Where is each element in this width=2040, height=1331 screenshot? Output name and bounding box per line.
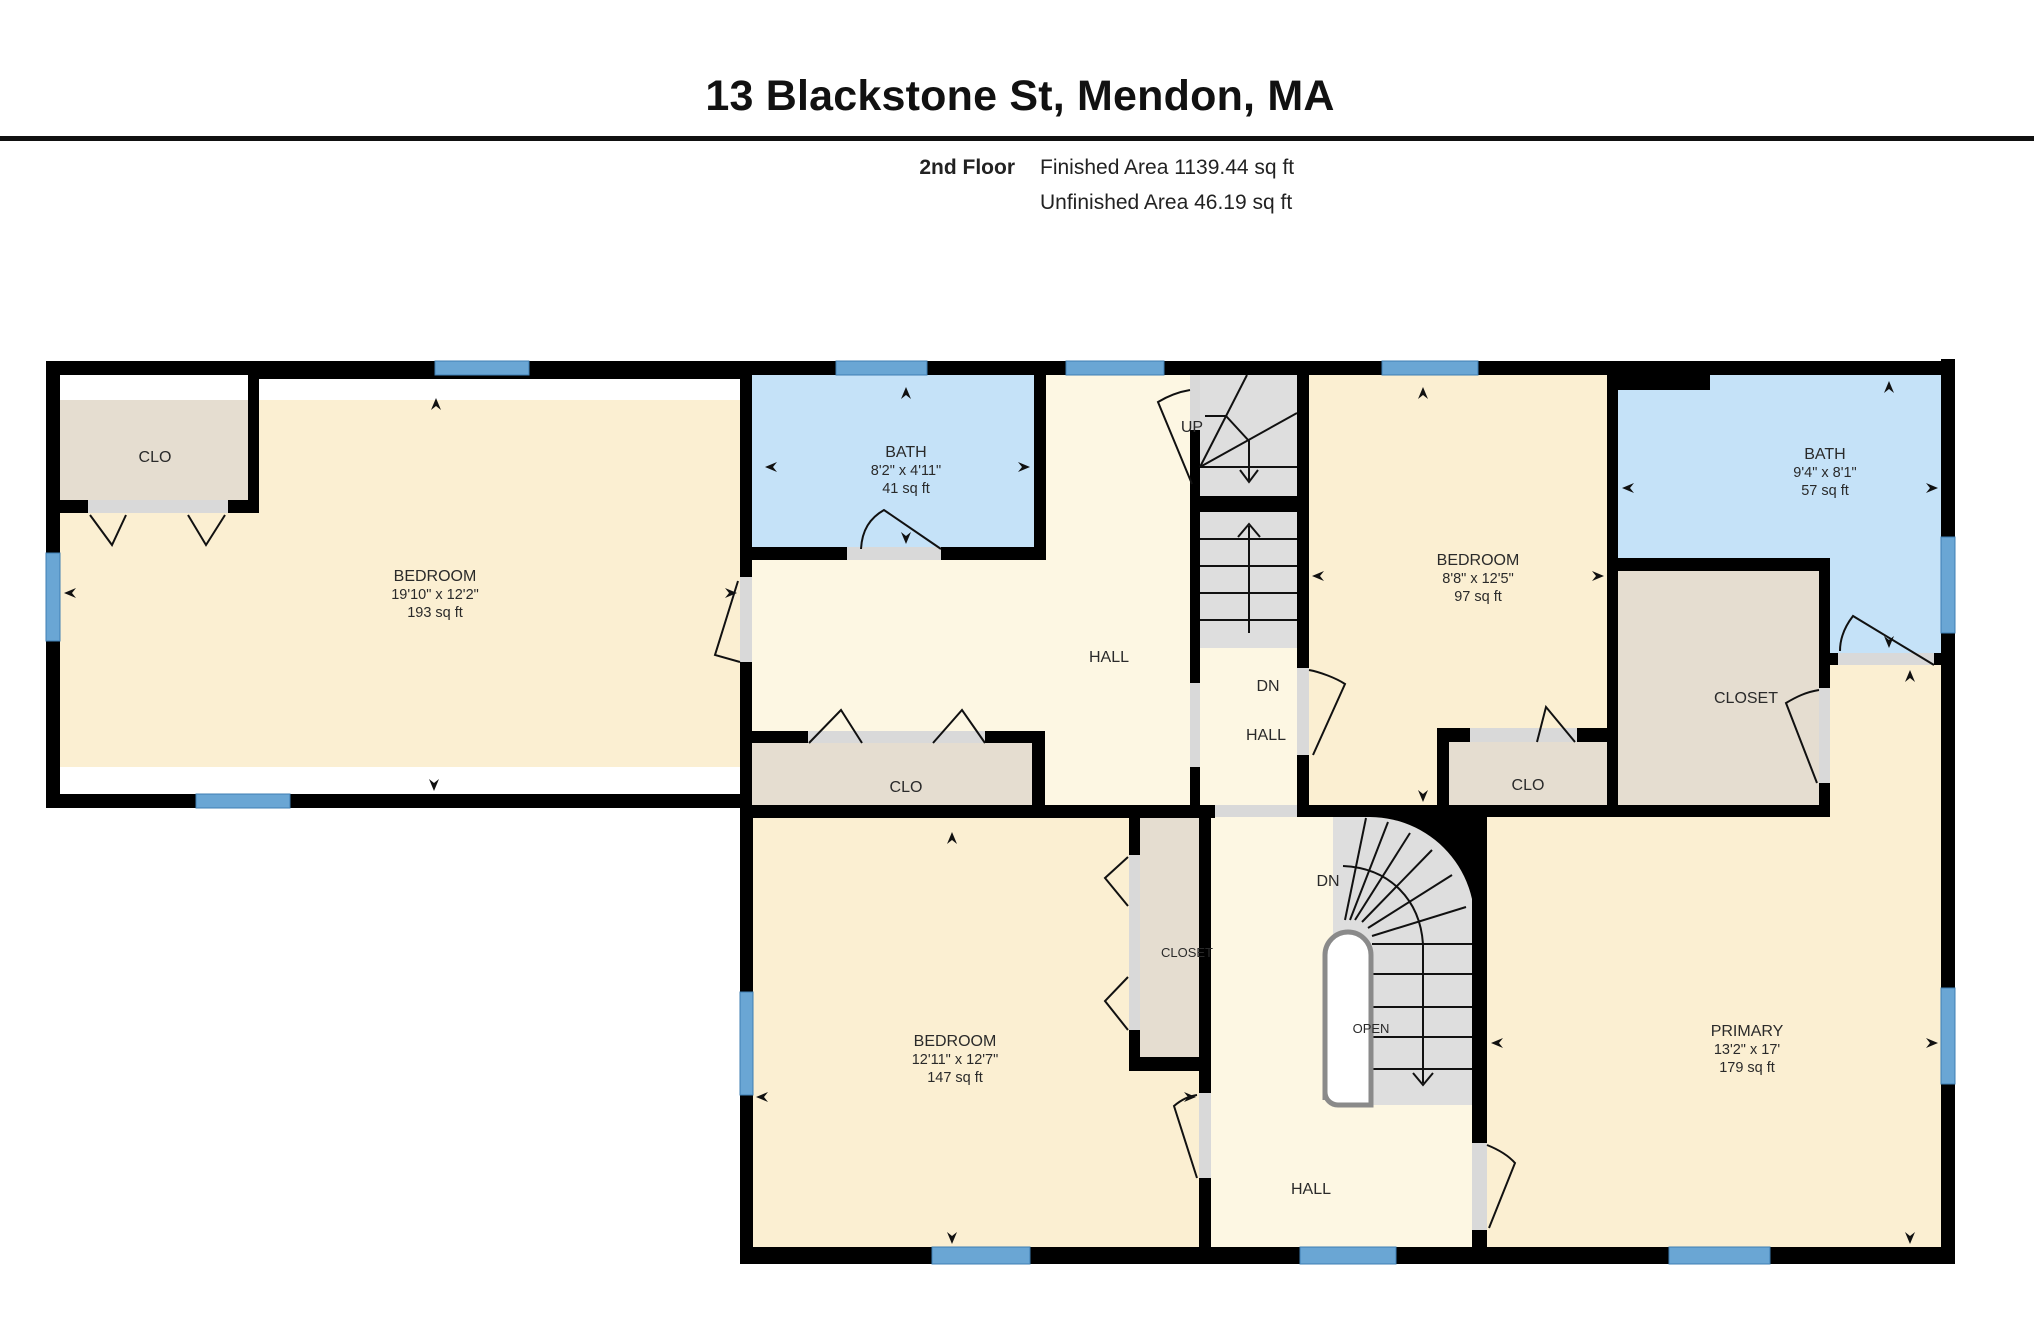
- room-bath-east: BATH 9'4" x 8'1" 57 sq ft: [1793, 446, 1856, 499]
- door-sills: [88, 375, 1934, 1230]
- window: [1668, 1246, 1771, 1265]
- dimension-arrows: [64, 381, 1938, 1244]
- closet-east-label: CLOSET: [1714, 690, 1778, 707]
- bath-center-floor: [752, 375, 1034, 547]
- room-dimensions: 8'8" x 12'5": [1442, 571, 1513, 587]
- hall-small-label: HALL: [1246, 727, 1286, 744]
- clo-west-label: CLO: [139, 449, 172, 466]
- hall-main-label: HALL: [1089, 649, 1129, 666]
- finished-area: Finished Area 1139.44 sq ft: [1040, 156, 1295, 179]
- bedroom-west-band-top: [259, 379, 740, 400]
- room-dimensions: 8'2" x 4'11": [871, 463, 941, 479]
- room-area: 57 sq ft: [1801, 483, 1849, 499]
- room-name: BATH: [1804, 446, 1845, 463]
- bedroom-west-band-bottom: [60, 767, 740, 794]
- room-bedroom-west: BEDROOM 19'10" x 12'2" 193 sq ft: [391, 568, 479, 621]
- window: [1940, 536, 1956, 634]
- hall-lower-label: HALL: [1291, 1181, 1331, 1198]
- room-name: BEDROOM: [914, 1033, 997, 1050]
- room-name: BEDROOM: [1437, 552, 1520, 569]
- unfinished-area: Unfinished Area 46.19 sq ft: [1040, 191, 1293, 214]
- stair-open-well: [1322, 929, 1374, 1108]
- room-area: 97 sq ft: [1454, 589, 1502, 605]
- dn-small-label: DN: [1256, 678, 1279, 695]
- room-area: 193 sq ft: [407, 605, 463, 621]
- room-dimensions: 9'4" x 8'1": [1793, 465, 1856, 481]
- floor-label: 2nd Floor: [919, 156, 1015, 179]
- curved-stair-wall: [1370, 817, 1475, 945]
- window: [931, 1246, 1031, 1265]
- window: [434, 360, 530, 376]
- room-bedroom-south: BEDROOM 12'11" x 12'7" 147 sq ft: [912, 1033, 999, 1086]
- bedroom-south-floor: [753, 818, 1199, 1247]
- dn-lower-label: DN: [1316, 873, 1339, 890]
- room-bath-center: BATH 8'2" x 4'11" 41 sq ft: [871, 444, 941, 497]
- clo-west-floor-fill: [60, 400, 248, 500]
- closet-east-floor: [1618, 571, 1819, 805]
- window: [1381, 360, 1479, 376]
- property-address-title: 13 Blackstone St, Mendon, MA: [705, 72, 1335, 120]
- windows: [45, 360, 1956, 1265]
- window: [1299, 1246, 1397, 1265]
- title-divider: [0, 136, 2034, 141]
- lower-stair-treads: [1200, 522, 1297, 633]
- room-area: 179 sq ft: [1719, 1060, 1775, 1076]
- clo-west-floor: [60, 375, 248, 400]
- window: [45, 552, 61, 642]
- room-name: PRIMARY: [1711, 1023, 1784, 1040]
- room-name: BEDROOM: [394, 568, 477, 585]
- room-name: BATH: [885, 444, 926, 461]
- hall-small-floor: [1200, 648, 1297, 805]
- clo-north-floor: [1449, 742, 1607, 805]
- room-area: 41 sq ft: [882, 481, 930, 497]
- room-dimensions: 19'10" x 12'2": [391, 587, 479, 603]
- primary-floor: [1487, 817, 1941, 1247]
- room-primary: PRIMARY 13'2" x 17' 179 sq ft: [1711, 1023, 1784, 1076]
- window: [195, 793, 291, 809]
- bath-east-floor: [1618, 374, 1941, 558]
- window: [739, 991, 754, 1096]
- clo-hall-floor: [752, 743, 1032, 805]
- window: [1940, 987, 1956, 1085]
- door-swings: [89, 389, 1935, 1229]
- room-bedroom-north: BEDROOM 8'8" x 12'5" 97 sq ft: [1437, 552, 1520, 605]
- open-label: OPEN: [1353, 1021, 1390, 1036]
- curved-stair-treads: [1342, 817, 1472, 1087]
- room-area: 147 sq ft: [927, 1070, 983, 1086]
- up-label: UP: [1181, 419, 1203, 436]
- closet-south-label: CLOSET: [1161, 945, 1213, 960]
- closet-south-floor: [1140, 818, 1199, 1057]
- room-dimensions: 13'2" x 17': [1714, 1042, 1781, 1058]
- room-dimensions: 12'11" x 12'7": [912, 1052, 999, 1068]
- clo-north-label: CLO: [1512, 777, 1545, 794]
- primary-floor-upper: [1830, 665, 1941, 817]
- window: [835, 360, 928, 376]
- window: [1065, 360, 1165, 376]
- upper-stair-treads: [1199, 374, 1298, 484]
- bath-east-floor-ext: [1830, 558, 1941, 653]
- clo-hall-label: CLO: [890, 779, 923, 796]
